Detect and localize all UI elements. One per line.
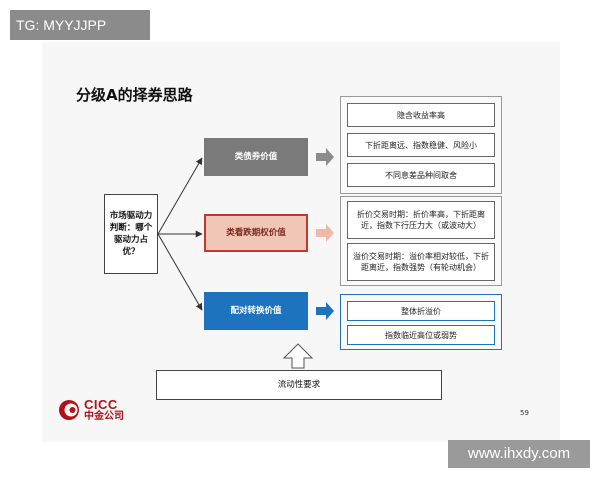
cicc-logo: CICC 中金公司 (58, 398, 124, 422)
market-driver-box: 市场驱动力判断：哪个驱动力占优？ (104, 194, 158, 274)
page-number: 59 (520, 409, 529, 417)
category-conversion-value: 配对转换价值 (204, 292, 308, 330)
liquidity-requirement-box: 流动性要求 (156, 370, 442, 400)
gray-block-arrow (316, 148, 334, 166)
slide-title: 分级A的择券思路 (76, 86, 193, 104)
logo-chinese: 中金公司 (84, 411, 124, 422)
hollow-up-arrow (282, 343, 314, 369)
criteria-item: 整体折溢价 (347, 301, 495, 321)
criteria-item: 下折距离远、指数稳健、风险小 (347, 133, 495, 157)
salmon-block-arrow (316, 224, 334, 242)
cicc-logo-mark (59, 400, 79, 420)
watermark-top: TG: MYYJJPP (10, 10, 150, 40)
category-bond-value: 类债券价值 (204, 138, 308, 176)
bond-criteria-group: 隐含收益率高 下折距离远、指数稳健、风险小 不同息差品种间取舍 (340, 96, 502, 194)
logo-english: CICC (84, 397, 118, 412)
option-criteria-group: 折价交易时期：折价率高，下折距离近，指数下行压力大（或波动大） 溢价交易时期：溢… (340, 196, 502, 286)
arrow-to-conversion (157, 233, 203, 311)
category-put-option-value: 类看跌期权价值 (204, 214, 308, 252)
blue-block-arrow (316, 302, 334, 320)
conversion-criteria-group: 整体折溢价 指数临近高位或弱势 (340, 294, 502, 350)
criteria-item: 溢价交易时期：溢价率相对较低，下折距离近，指数强势（有轮动机会） (347, 243, 495, 281)
criteria-item: 不同息差品种间取舍 (347, 163, 495, 187)
criteria-item: 隐含收益率高 (347, 103, 495, 127)
criteria-item: 指数临近高位或弱势 (347, 325, 495, 345)
criteria-item: 折价交易时期：折价率高，下折距离近，指数下行压力大（或波动大） (347, 201, 495, 239)
arrow-to-bond (157, 157, 203, 235)
watermark-bottom: www.ihxdy.com (448, 440, 590, 468)
